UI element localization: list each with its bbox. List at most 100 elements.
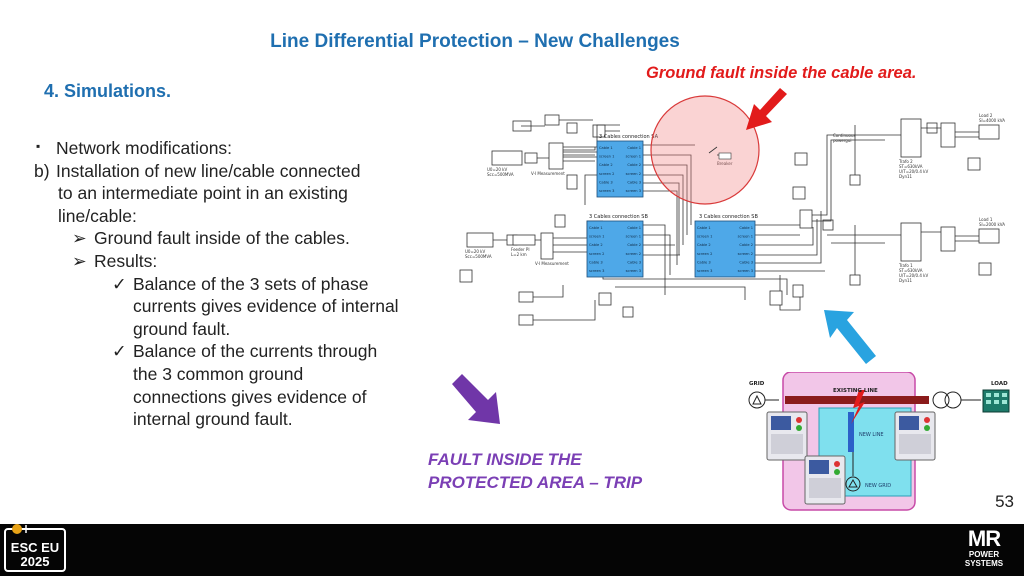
cable-port-label: screen 3 — [599, 189, 614, 193]
square-bullet-icon: ▪ — [36, 139, 41, 153]
cable-port-label: Cable 1 — [589, 226, 603, 230]
cable-port-label: Cable 3 — [739, 260, 753, 264]
bullet-text: Network modifications: — [56, 138, 233, 158]
svg-text:NEW LINE: NEW LINE — [859, 432, 884, 438]
bullet-text: Balance of the currents through — [133, 341, 378, 362]
bullet-continuation: ground fault. — [133, 318, 231, 339]
cable-port-label: screen 2 — [626, 172, 641, 176]
svg-text:Load 1: Load 1 — [979, 217, 993, 222]
svg-text:Dyn11: Dyn11 — [899, 278, 913, 283]
bullet-text: Balance of the 3 sets of phase — [133, 273, 369, 294]
cable-port-label: Cable 2 — [627, 243, 641, 247]
trip-callout-line: PROTECTED AREA – TRIP — [428, 473, 643, 492]
bullet-text: Installation of new line/cable connected — [56, 160, 361, 181]
cable-port-label: screen 3 — [738, 269, 753, 273]
svg-text:L=2 km: L=2 km — [511, 252, 527, 257]
bullet-text: Ground fault inside of the cables. — [94, 228, 350, 249]
svg-text:Breaker: Breaker — [717, 161, 733, 166]
cable-port-label: screen 3 — [626, 189, 641, 193]
relay-device-3 — [804, 455, 846, 505]
mr-logo-text: POWER — [968, 550, 1000, 559]
checkmark-icon: ✓ — [112, 273, 127, 294]
cable-port-label: Cable 1 — [697, 226, 711, 230]
cable-port-label: Cable 3 — [697, 260, 711, 264]
svg-text:U0=20 kV: U0=20 kV — [487, 167, 508, 172]
svg-text:3 Cables connection SB: 3 Cables connection SB — [589, 214, 648, 220]
new-line-bar — [848, 412, 854, 452]
svg-text:3 Cables connection SB: 3 Cables connection SB — [699, 214, 758, 220]
svg-text:U/T=20/0.4 kV: U/T=20/0.4 kV — [899, 273, 928, 278]
cable-port-label: Cable 2 — [739, 243, 753, 247]
footer-bar — [0, 524, 1024, 576]
bullet-continuation: to an intermediate point in an existing — [58, 183, 348, 204]
fault-area-circle — [650, 95, 760, 205]
section-heading: 4. Simulations. — [44, 81, 172, 101]
cable-block-sa: 3 Cables connection SA — [596, 134, 659, 198]
cable-port-label: Cable 3 — [599, 180, 613, 184]
arrow-bullet-icon: ➢ — [72, 250, 87, 271]
svg-text:EXISTING LINE: EXISTING LINE — [833, 388, 878, 394]
feeder-block — [512, 234, 536, 246]
bullet-continuation: line/cable: — [58, 205, 137, 226]
bullet-installation: b) Installation of new line/cable connec… — [34, 160, 454, 183]
bullet-continuation: connections gives evidence of — [133, 386, 367, 407]
cable-port-label: screen 2 — [589, 252, 604, 256]
svg-text:Trafo 2: Trafo 2 — [898, 159, 913, 164]
mr-logo-mark: MR — [967, 526, 1001, 551]
svg-text:Load 2: Load 2 — [979, 113, 993, 118]
cable-port-label: Cable 3 — [589, 260, 603, 264]
esc-logo-text: ESC EU — [10, 540, 60, 555]
cable-port-label: Cable 3 — [627, 260, 641, 264]
bullet-ground-balance: ✓ Balance of the currents through — [34, 340, 454, 363]
trafo-1-block — [900, 222, 922, 262]
cable-block-sb: 3 Cables connection SB — [586, 214, 648, 278]
svg-text:V-I Measurement: V-I Measurement — [535, 261, 569, 266]
bullet-network-modifications: ▪ Network modifications: — [34, 137, 454, 160]
lightning-icon — [851, 390, 865, 424]
cyan-arrow-icon — [824, 310, 876, 364]
cable-port-label: Cable 2 — [697, 243, 711, 247]
trip-callout: FAULT INSIDE THE PROTECTED AREA – TRIP — [428, 448, 642, 494]
list-letter: b) — [34, 160, 50, 181]
ground-fault-callout: Ground fault inside the cable area. — [646, 64, 917, 82]
cable-block-sb-right: 3 Cables connection SB — [694, 214, 758, 278]
svg-text:3 Cables connection SA: 3 Cables connection SA — [599, 134, 659, 140]
svg-text:U/T=20/0.4 kV: U/T=20/0.4 kV — [899, 169, 928, 174]
svg-text:Sl=2000 kVA: Sl=2000 kVA — [979, 222, 1005, 227]
svg-text:Continuous: Continuous — [833, 133, 856, 138]
trafo-2-block — [900, 118, 922, 158]
purple-arrow-icon — [452, 374, 500, 424]
plug-icon — [12, 524, 34, 534]
cable-port-label: screen 1 — [738, 235, 753, 239]
svg-text:ST=630kVA: ST=630kVA — [899, 164, 923, 169]
cable-port-label: Cable 1 — [627, 146, 641, 150]
simulation-schematic: 3 Cables connection SA 3 Cables connecti… — [459, 95, 1005, 326]
checkmark-icon: ✓ — [112, 341, 127, 362]
svg-text:V-I Measurement: V-I Measurement — [531, 171, 565, 176]
bullet-continuation: internal ground fault. — [133, 409, 293, 430]
cable-port-label: Cable 2 — [599, 163, 613, 167]
svg-text:Sl=4000 kVA: Sl=4000 kVA — [979, 118, 1005, 123]
load-1-block — [978, 228, 1000, 244]
cable-port-label: screen 1 — [599, 155, 614, 159]
bullet-ground-fault: ➢ Ground fault inside of the cables. — [34, 227, 454, 250]
cable-port-label: Cable 1 — [739, 226, 753, 230]
cable-port-label: screen 2 — [626, 252, 641, 256]
trip-callout-line: FAULT INSIDE THE — [428, 450, 582, 469]
cable-port-label: Cable 2 — [589, 243, 603, 247]
mr-power-systems-logo: MR POWER SYSTEMS — [958, 528, 1010, 572]
bullet-text: Results: — [94, 250, 158, 271]
cable-port-label: Cable 1 — [627, 226, 641, 230]
svg-text:powergui: powergui — [833, 138, 851, 143]
cable-port-label: screen 2 — [599, 172, 614, 176]
arrow-bullet-icon: ➢ — [72, 228, 87, 249]
esc-eu-logo: ESC EU 2025 — [4, 524, 66, 572]
relay-device-1 — [766, 411, 808, 461]
cable-port-label: screen 1 — [697, 235, 712, 239]
network-inset: GRID LOAD EXISTING LINE NEW LINE NEW GRI… — [748, 372, 1010, 511]
svg-text:GRID: GRID — [749, 381, 765, 387]
page-number: 53 — [995, 492, 1014, 511]
bullet-list: ▪ Network modifications: b) Installation… — [34, 137, 454, 431]
cable-port-label: screen 3 — [626, 269, 641, 273]
mr-logo-text: SYSTEMS — [964, 559, 1004, 568]
